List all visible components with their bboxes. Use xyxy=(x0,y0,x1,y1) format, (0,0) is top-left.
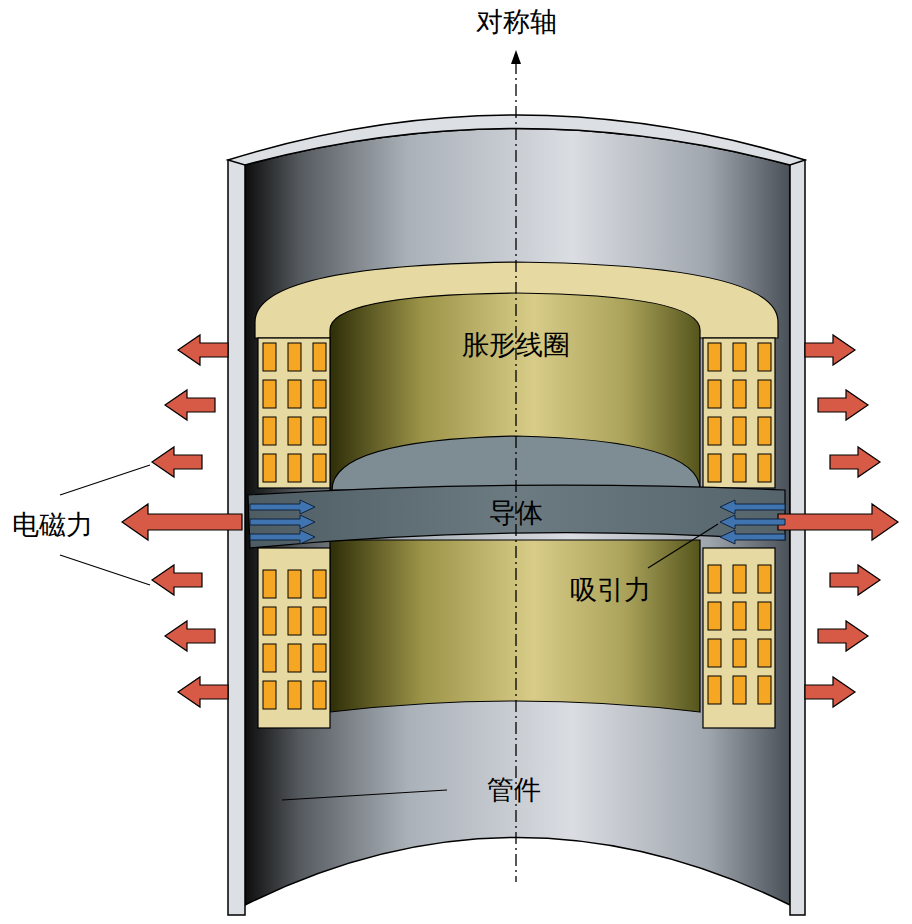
force-label: 吸引力 xyxy=(570,575,651,605)
attraction-arrow xyxy=(250,530,315,544)
part-label: 管件 xyxy=(487,775,541,805)
coil-windings xyxy=(708,343,771,482)
conductor-body xyxy=(248,485,785,548)
coil-section xyxy=(703,338,775,488)
leader-line xyxy=(60,555,150,585)
axis-arrowhead xyxy=(511,50,521,64)
coil-section xyxy=(258,548,330,728)
coil-windings xyxy=(708,565,771,704)
coil-inner-surface xyxy=(330,540,700,712)
force-arrow xyxy=(122,504,242,540)
force-arrow xyxy=(778,504,898,540)
coil-section xyxy=(258,338,330,488)
coil-windings xyxy=(263,570,326,709)
force-arrow xyxy=(805,677,855,707)
leader-line xyxy=(648,524,718,568)
part-label: 导体 xyxy=(489,498,543,528)
force-arrow xyxy=(818,621,868,651)
symmetry-axis xyxy=(515,62,516,882)
force-label: 电磁力 xyxy=(12,510,93,540)
tube-wall xyxy=(228,160,245,915)
part-label: 胀形线圈 xyxy=(462,330,570,360)
tube-wall xyxy=(790,160,805,915)
force-arrow xyxy=(152,565,202,595)
coil-windings xyxy=(263,343,326,482)
force-arrow xyxy=(805,335,855,365)
force-arrow xyxy=(178,335,228,365)
leader-line xyxy=(282,790,447,800)
tube-inner-surface xyxy=(245,129,790,906)
force-arrow xyxy=(178,677,228,707)
force-arrow xyxy=(818,390,868,420)
attraction-arrow xyxy=(720,515,785,529)
attraction-arrow xyxy=(720,500,785,514)
attraction-arrow xyxy=(250,500,315,514)
axis-label: 对称轴 xyxy=(476,7,557,37)
leader-line xyxy=(60,465,150,495)
coil-inner-surface xyxy=(330,293,700,490)
force-arrow xyxy=(165,621,215,651)
coil-section xyxy=(703,548,775,728)
force-arrow xyxy=(830,565,880,595)
attraction-arrow xyxy=(720,530,785,544)
force-arrow xyxy=(830,447,880,477)
attraction-arrow xyxy=(250,515,315,529)
force-arrow xyxy=(165,390,215,420)
force-arrow xyxy=(152,447,202,477)
